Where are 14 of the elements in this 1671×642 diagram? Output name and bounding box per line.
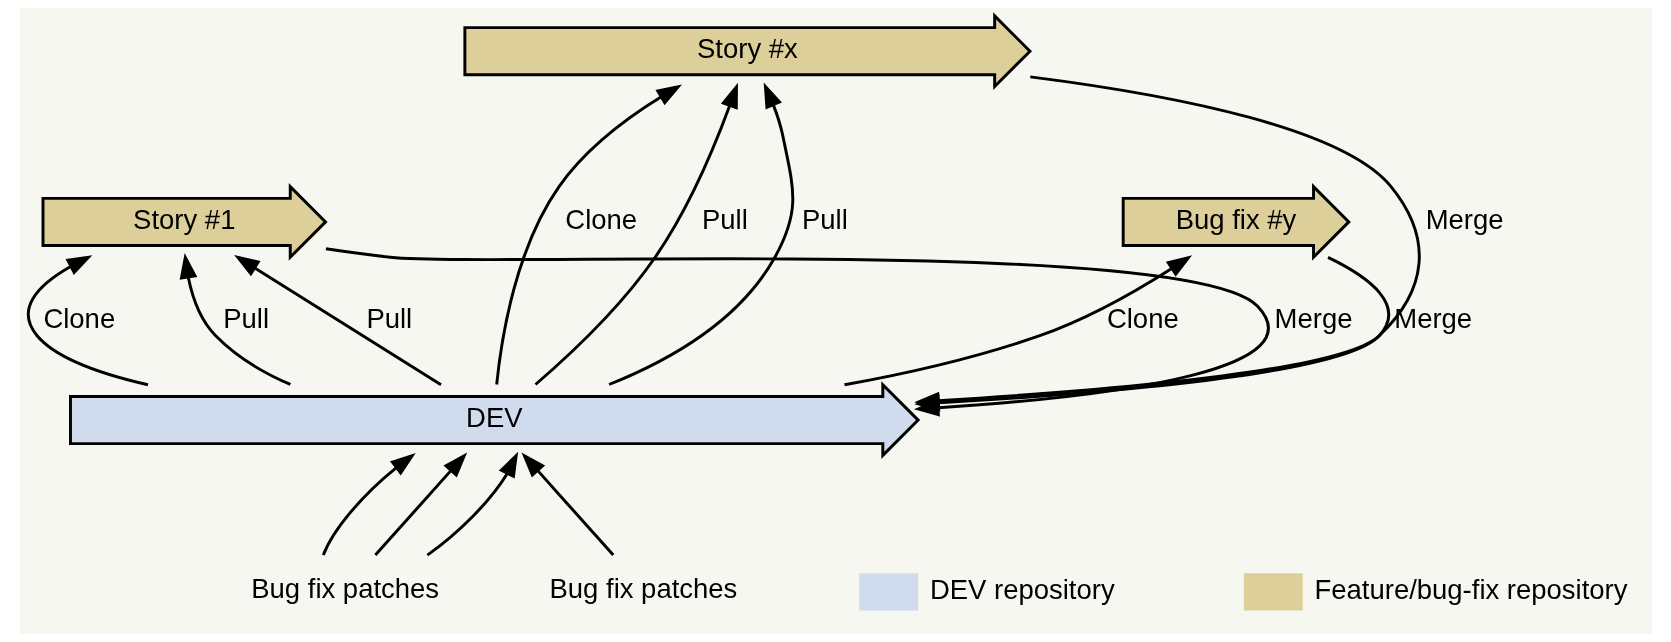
- edge-label: Pull: [365, 303, 412, 335]
- edge-label: Pull: [222, 303, 269, 335]
- edge-label: Merge: [1425, 204, 1504, 236]
- node-text: Bug fix patches: [250, 573, 439, 605]
- edge-label: Pull: [801, 204, 848, 236]
- legend-label: Feature/bug-fix repository: [1314, 574, 1627, 606]
- edge-label: Clone: [42, 303, 115, 335]
- node-text: Bug fix patches: [549, 573, 737, 605]
- legend-label: DEV repository: [929, 574, 1115, 606]
- edge-label: Clone: [1106, 303, 1179, 335]
- edge-label: Clone: [564, 204, 637, 236]
- edge-label: Pull: [701, 204, 748, 236]
- edge-label: Merge: [1393, 303, 1472, 335]
- edge-label: Merge: [1274, 303, 1352, 335]
